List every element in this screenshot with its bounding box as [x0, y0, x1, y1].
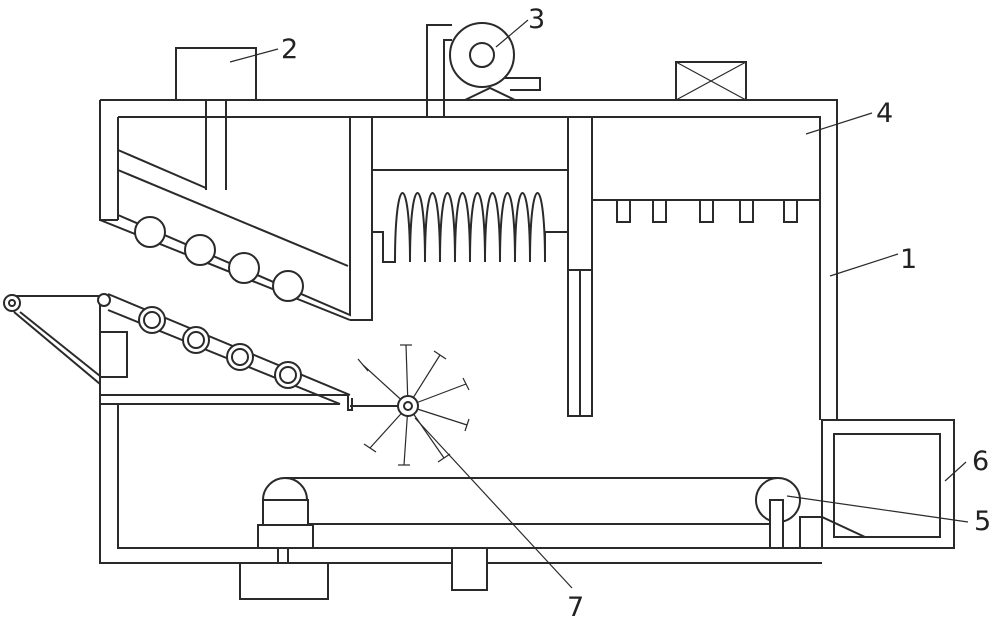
- callout-7: 7: [567, 592, 584, 623]
- callout-1: 1: [900, 244, 917, 275]
- leader-lines: [229, 19, 969, 589]
- divider-plate: [567, 269, 593, 417]
- rotary-stirrer: [350, 344, 470, 466]
- feed-conveyor: [3, 293, 353, 411]
- callout-3: 3: [528, 4, 545, 35]
- top-motor-box: [175, 47, 257, 190]
- callout-2: 2: [281, 34, 298, 65]
- callout-5: 5: [974, 506, 991, 537]
- spray-header: [592, 199, 820, 223]
- callout-4: 4: [876, 98, 893, 129]
- top-vent-box: [675, 61, 747, 101]
- bottom-feet: [239, 547, 488, 600]
- hopper-chute: [99, 117, 373, 321]
- callout-6: 6: [972, 446, 989, 477]
- collection-tank: [799, 419, 955, 549]
- heating-coil-chamber: [372, 117, 593, 270]
- bottom-conveyor: [257, 477, 801, 549]
- blower-fan: [426, 22, 541, 117]
